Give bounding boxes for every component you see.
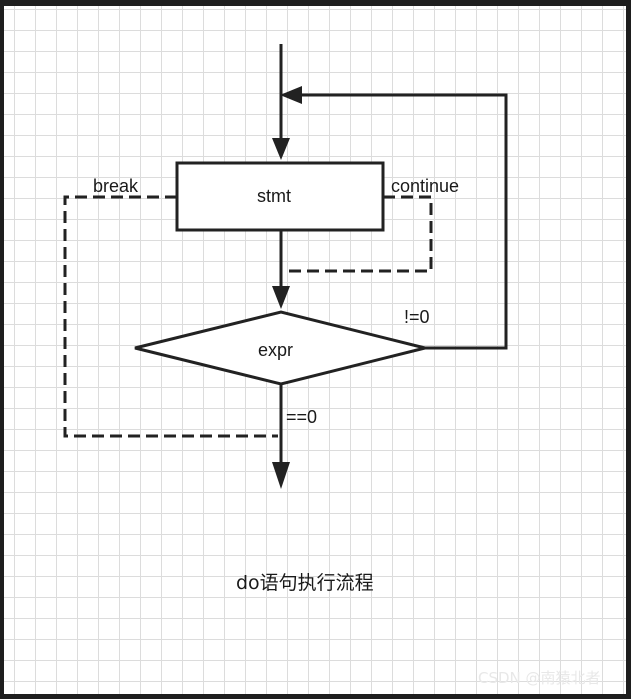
not-zero-label: !=0 — [404, 307, 430, 327]
watermark: CSDN @南猿北者 — [478, 669, 601, 687]
loop-back-line — [300, 93, 508, 350]
stmt-label: stmt — [257, 186, 291, 206]
continue-label: continue — [391, 176, 460, 196]
stmt-to-expr-arrowhead — [272, 286, 290, 309]
exit-arrowhead — [272, 462, 290, 489]
break-dashed-line — [63, 195, 278, 438]
entry-arrowhead — [272, 138, 290, 160]
diagram-caption: do语句执行流程 — [236, 572, 374, 594]
break-label: break — [93, 176, 139, 196]
continue-dashed-line — [283, 195, 433, 273]
equals-zero-label: ==0 — [286, 407, 318, 427]
expr-label: expr — [258, 340, 294, 360]
loop-back-arrowhead — [280, 86, 302, 104]
